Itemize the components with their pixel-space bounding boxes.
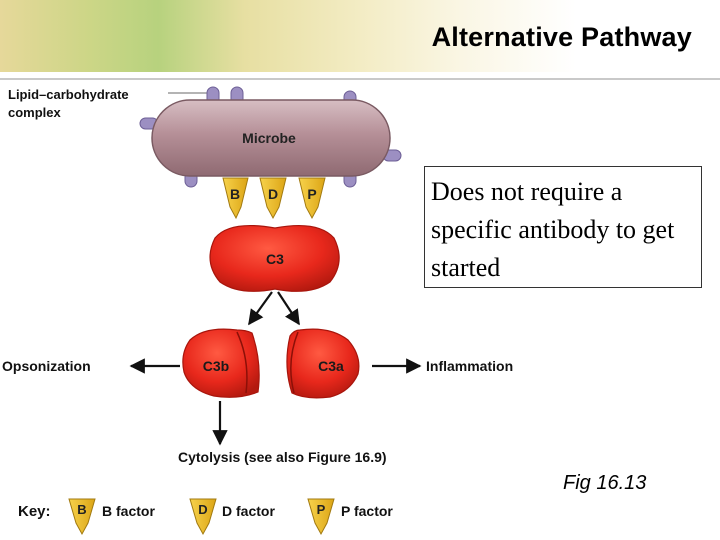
microbe-body: [151, 99, 391, 177]
key-text-b: B factor: [102, 503, 155, 519]
title-banner: Alternative Pathway: [0, 0, 720, 72]
factor-b: B: [222, 177, 249, 220]
cytolysis-label: Cytolysis (see also Figure 16.9): [178, 449, 387, 465]
factor-p-label: P: [307, 186, 316, 202]
figure-reference: Fig 16.13: [563, 472, 647, 494]
split-arrow-left: [248, 291, 273, 326]
c3a-label: C3a: [318, 358, 344, 374]
callout-box: Does not require a specific antibody to …: [424, 166, 702, 288]
key-label: Key:: [18, 503, 51, 520]
key-item-p: P P factor: [307, 498, 393, 536]
banner-background-image: [0, 0, 720, 72]
split-arrow-right: [277, 291, 300, 326]
c3b-fragment: C3b: [182, 328, 260, 398]
lipid-label-line1: Lipid–carbohydrate: [8, 87, 129, 102]
key-symbol-p: P: [317, 502, 326, 517]
key-text-p: P factor: [341, 503, 393, 519]
key-item-d: D D factor: [189, 498, 275, 536]
inflammation-label: Inflammation: [426, 358, 513, 374]
c3-molecule: [209, 224, 340, 292]
lipid-label-line2: complex: [8, 105, 62, 120]
microbe-label: Microbe: [242, 130, 296, 146]
key-symbol-d: D: [198, 502, 207, 517]
opsonization-label: Opsonization: [2, 358, 91, 374]
slide-title: Alternative Pathway: [431, 22, 692, 52]
key-symbol-b: B: [77, 502, 86, 517]
key-item-b: B B factor: [68, 498, 155, 536]
c3b-label: C3b: [203, 358, 229, 374]
factor-b-label: B: [230, 186, 240, 202]
factor-p: P: [298, 177, 326, 220]
title-divider: [0, 78, 720, 80]
factor-d-label: D: [268, 186, 278, 202]
c3a-fragment: C3a: [286, 328, 360, 399]
factor-d: D: [259, 177, 287, 220]
c3-label: C3: [266, 251, 284, 267]
key-text-d: D factor: [222, 503, 275, 519]
